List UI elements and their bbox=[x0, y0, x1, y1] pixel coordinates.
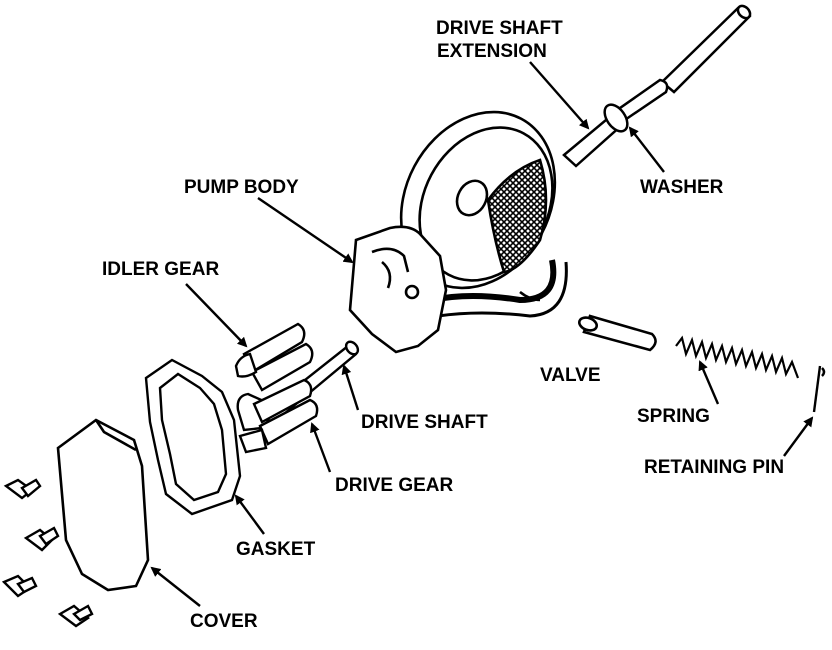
label-retaining-pin: RETAINING PIN bbox=[644, 457, 784, 478]
retaining-pin-part bbox=[812, 365, 826, 413]
label-drive-shaft-extension-1: DRIVE SHAFT bbox=[436, 18, 563, 39]
label-drive-shaft: DRIVE SHAFT bbox=[361, 412, 488, 433]
label-drive-shaft-extension-2: EXTENSION bbox=[437, 41, 547, 62]
label-idler-gear: IDLER GEAR bbox=[102, 259, 219, 280]
label-cover: COVER bbox=[190, 611, 258, 632]
label-washer: WASHER bbox=[640, 177, 724, 198]
bolt-parts bbox=[1, 478, 94, 628]
washer-part bbox=[603, 103, 629, 133]
label-drive-gear: DRIVE GEAR bbox=[335, 475, 454, 496]
valve-part bbox=[577, 314, 657, 352]
drive-shaft-extension-part bbox=[562, 4, 752, 168]
bolt-4 bbox=[57, 604, 94, 628]
gasket-part bbox=[144, 358, 242, 516]
label-spring: SPRING bbox=[637, 406, 710, 427]
cover-part bbox=[56, 418, 150, 592]
label-pump-body: PUMP BODY bbox=[184, 177, 299, 198]
spring-part bbox=[675, 335, 800, 379]
leader-lines bbox=[150, 61, 814, 607]
pump-body-part bbox=[348, 110, 568, 354]
label-valve: VALVE bbox=[540, 365, 601, 386]
label-gasket: GASKET bbox=[236, 539, 316, 560]
bolt-3 bbox=[1, 574, 38, 598]
bolt-2 bbox=[23, 526, 60, 552]
idler-gear-part bbox=[234, 322, 314, 392]
drive-gear-part bbox=[236, 378, 319, 454]
bolt-1 bbox=[3, 478, 42, 500]
